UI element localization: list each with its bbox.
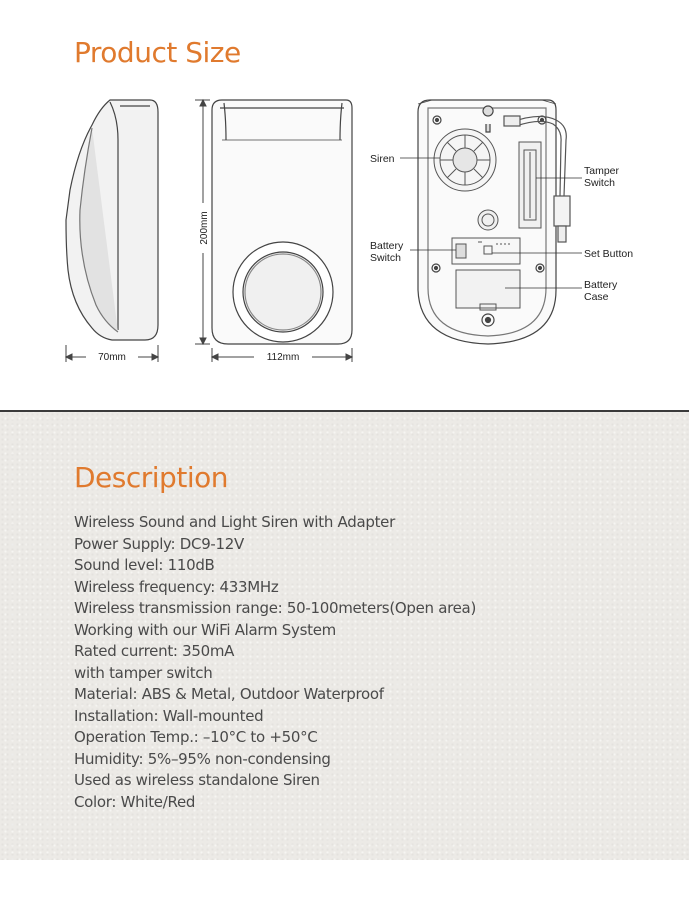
description-item: Power Supply: DC9-12V xyxy=(74,534,244,553)
bottom-margin xyxy=(0,860,689,900)
description-item: Used as wireless standalone Siren xyxy=(74,771,320,789)
tamper-switch-callout-line2: Switch xyxy=(584,177,615,189)
battery-case-callout-line1: Battery xyxy=(584,279,618,291)
width-dimension-label: 112mm xyxy=(267,352,300,363)
siren-speaker xyxy=(433,128,497,192)
depth-dimension-label: 70mm xyxy=(98,352,126,363)
description-list: Wireless Sound and Light Siren with Adap… xyxy=(74,512,476,813)
description-item: Material: ABS & Metal, Outdoor Waterproo… xyxy=(74,685,384,703)
battery-switch-callout-line1: Battery xyxy=(370,240,404,252)
description-item: Wireless transmission range: 50-100meter… xyxy=(74,599,477,617)
side-view-drawing xyxy=(65,99,159,341)
description-title: Description xyxy=(74,461,228,494)
description-item: Wireless frequency: 433MHz xyxy=(74,577,279,596)
battery-switch-callout-line2: Switch xyxy=(370,252,401,264)
tamper-switch-slot xyxy=(518,141,542,229)
description-item: Sound level: 110dB xyxy=(74,556,215,574)
description-panel xyxy=(0,412,689,860)
front-view-drawing xyxy=(211,99,353,345)
center-button xyxy=(477,209,499,231)
product-dimension-diagram: 70mm 200mm 112mm xyxy=(64,98,633,363)
battery-switch-board xyxy=(451,237,521,265)
siren-callout-label: Siren xyxy=(370,153,395,165)
adapter-cable xyxy=(503,115,571,243)
description-item: Operation Temp.: –10°C to +50°C xyxy=(74,728,318,746)
product-size-panel: Product Size 70mm xyxy=(0,0,689,410)
product-size-title: Product Size xyxy=(74,36,241,69)
battery-case-drawing xyxy=(455,269,521,311)
description-item: with tamper switch xyxy=(74,663,213,682)
tamper-switch-callout-line1: Tamper xyxy=(584,165,620,177)
description-item: Color: White/Red xyxy=(74,792,196,811)
callout-leaders xyxy=(400,157,582,289)
description-item: Wireless Sound and Light Siren with Adap… xyxy=(74,513,395,531)
battery-case-callout-line2: Case xyxy=(584,291,609,303)
height-dimension-label: 200mm xyxy=(199,211,210,244)
description-item: Installation: Wall-mounted xyxy=(74,706,264,725)
description-item: Working with our WiFi Alarm System xyxy=(74,620,336,639)
section-divider xyxy=(0,410,689,412)
set-button-callout-label: Set Button xyxy=(584,248,633,260)
description-item: Humidity: 5%–95% non-condensing xyxy=(74,749,331,768)
description-item: Rated current: 350mA xyxy=(74,642,235,660)
